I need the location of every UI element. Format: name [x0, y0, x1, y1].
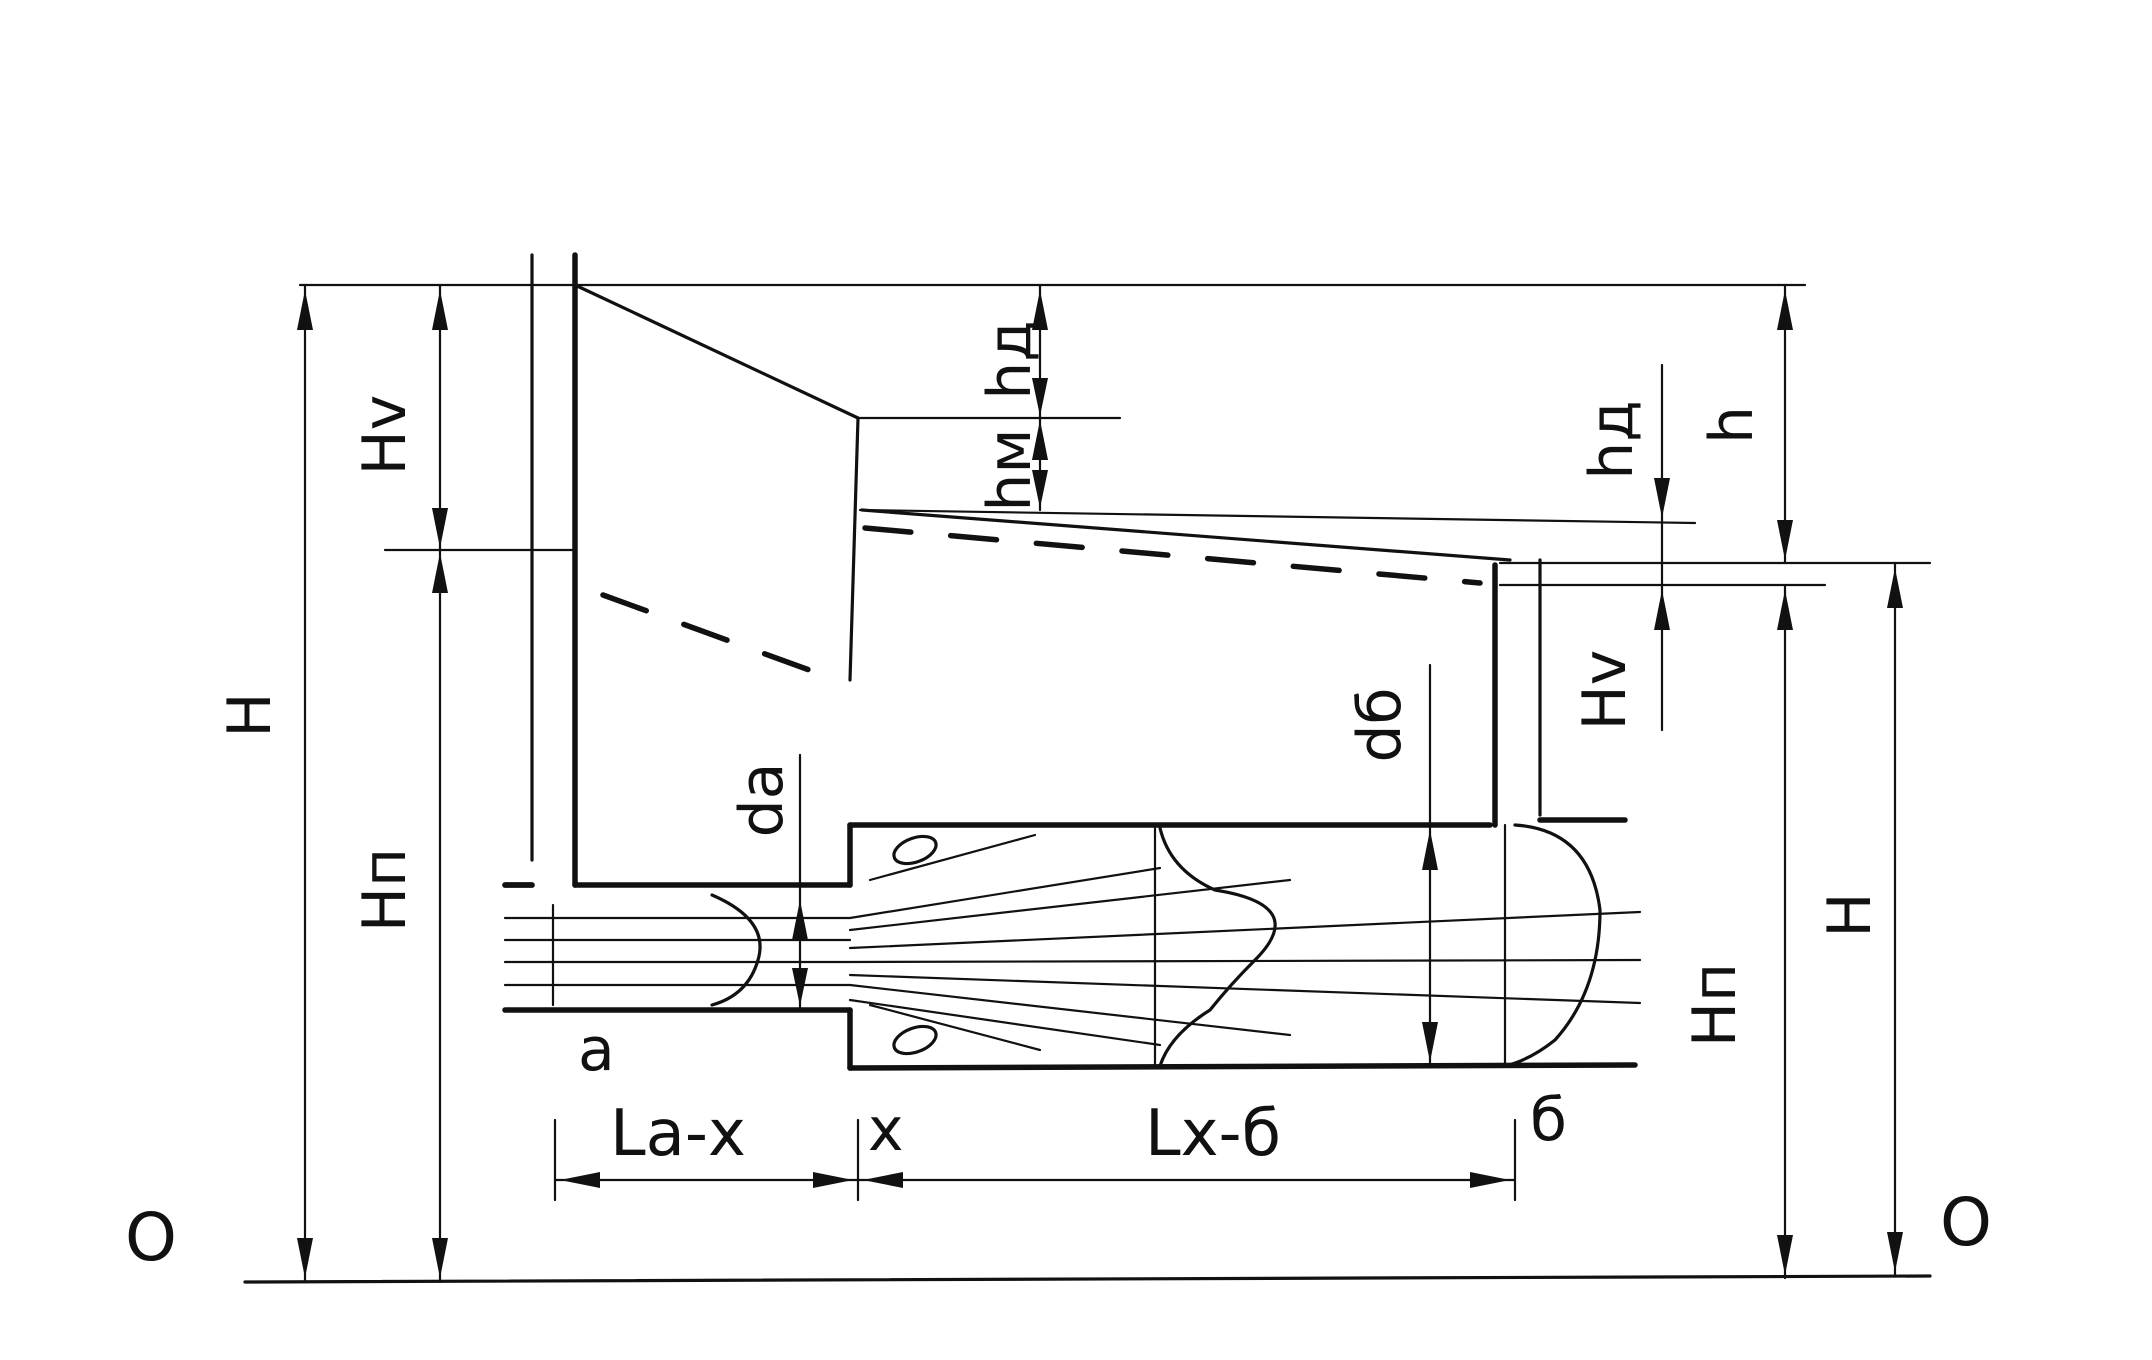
arrow-Lx-right: [1470, 1172, 1510, 1188]
arrow-H-right-bottom: [1887, 1232, 1903, 1272]
arrow-Hp-left-bottom: [432, 1238, 448, 1278]
label-Hv-left: Hv: [350, 395, 420, 476]
label-Hp-left: Hп: [350, 848, 420, 932]
arrow-db-bottom: [1422, 1022, 1438, 1062]
label-Lx-b: Lx-б: [1145, 1097, 1281, 1171]
vortex-top: [892, 834, 938, 866]
streamlines: [503, 826, 1642, 1068]
label-a: a: [578, 1015, 615, 1085]
label-hd-top: hд: [975, 320, 1045, 400]
arrow-da-top: [792, 900, 808, 940]
energy-line-2: [860, 508, 1512, 562]
arrow-hd-top: [1032, 290, 1048, 330]
label-b: б: [1530, 1085, 1567, 1155]
vortex-bottom: [892, 1024, 938, 1056]
arrow-H-left-top: [297, 290, 313, 330]
arrow-La-left: [560, 1172, 600, 1188]
arrow-H-right-top: [1887, 568, 1903, 608]
label-db: dб: [1345, 687, 1415, 762]
label-da: da: [727, 763, 797, 838]
label-x: x: [868, 1095, 904, 1165]
label-O-right: O: [1940, 1184, 1992, 1261]
arrow-Hv-left-bottom: [432, 508, 448, 548]
energy-line-slope: [573, 283, 860, 420]
arrow-Hp-right-top: [1777, 590, 1793, 630]
piezometric-line-left: [600, 592, 848, 686]
hd-level-line: [858, 508, 1697, 525]
arrow-da-bottom: [792, 968, 808, 1006]
arrow-h-bottom: [1777, 520, 1793, 560]
datum-line: [243, 1274, 1932, 1284]
energy-drop: [848, 416, 860, 682]
label-O-left: O: [125, 1199, 177, 1276]
label-Hp-right: Hп: [1680, 963, 1750, 1047]
arrow-hd-bottom: [1032, 378, 1048, 416]
label-h: h: [1697, 406, 1767, 444]
label-La-x: La-x: [610, 1097, 746, 1171]
arrow-hm-bottom: [1032, 470, 1048, 508]
arrow-Hp-right-bottom: [1777, 1235, 1793, 1275]
label-Hv-right: Hv: [1570, 650, 1640, 731]
velocity-profile-a: [710, 893, 762, 1007]
large-pipe-bottom: [847, 1062, 1638, 1071]
arrow-Hv-right: [1654, 590, 1670, 630]
arrow-Hv-left-top: [432, 290, 448, 330]
arrow-hm-top: [1032, 420, 1048, 460]
arrow-hd-right: [1654, 478, 1670, 518]
arrow-H-left-bottom: [297, 1238, 313, 1278]
arrow-La-right: [813, 1172, 853, 1188]
label-hd-right: hд: [1577, 400, 1647, 480]
piezometric-line-right: [862, 525, 1483, 586]
velocity-profile-mid: [1158, 826, 1277, 1068]
velocity-profile-b: [1503, 823, 1602, 1068]
label-H-left: H: [215, 692, 285, 737]
arrow-Lx-left: [863, 1172, 903, 1188]
arrow-Hp-left-top: [432, 553, 448, 593]
label-hm: hм: [975, 428, 1045, 511]
label-H-right: H: [1815, 892, 1885, 937]
arrow-db-top: [1422, 830, 1438, 870]
arrow-h-top: [1777, 290, 1793, 330]
